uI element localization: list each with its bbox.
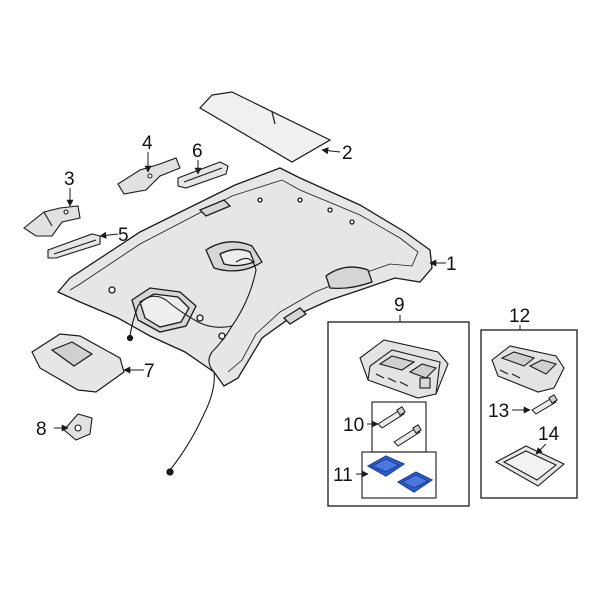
callout-12: 12 [509, 306, 530, 327]
part-9-overhead-console [359, 339, 449, 399]
callout-8: 8 [36, 419, 47, 440]
callout-14: 14 [538, 424, 560, 445]
callout-13: 13 [488, 401, 509, 422]
box-11-frame [361, 451, 437, 499]
callout-5: 5 [118, 225, 129, 246]
part-10-bulbs [377, 406, 422, 447]
part-1-headliner [56, 167, 433, 476]
box-12-frame [480, 329, 578, 499]
callout-6: 6 [192, 141, 203, 162]
callout-9: 9 [394, 295, 405, 316]
part-3-bracket [23, 205, 81, 237]
callout-10: 10 [343, 415, 364, 436]
part-7-sun-visor [31, 333, 125, 393]
callout-numbers: 1 2 3 4 5 6 7 8 9 10 11 12 13 14 [36, 133, 560, 486]
part-6-grab-handle [177, 161, 229, 189]
callout-2: 2 [342, 143, 353, 164]
part-8-visor-clip [63, 413, 93, 441]
part-4-bracket [117, 157, 181, 195]
part-5-grab-handle [47, 233, 101, 259]
callout-1: 1 [446, 254, 457, 275]
part-11-lenses [366, 455, 434, 493]
part-12-map-lamp [491, 345, 565, 393]
callout-7: 7 [144, 361, 155, 382]
callout-3: 3 [64, 169, 75, 190]
part-14-lens [494, 445, 566, 487]
part-13-bulb [531, 394, 558, 415]
box-9-frame [327, 321, 470, 507]
part-2-rear-pad [199, 91, 332, 163]
callout-4: 4 [142, 133, 153, 154]
leader-lines [54, 147, 547, 478]
callout-11: 11 [333, 465, 353, 486]
